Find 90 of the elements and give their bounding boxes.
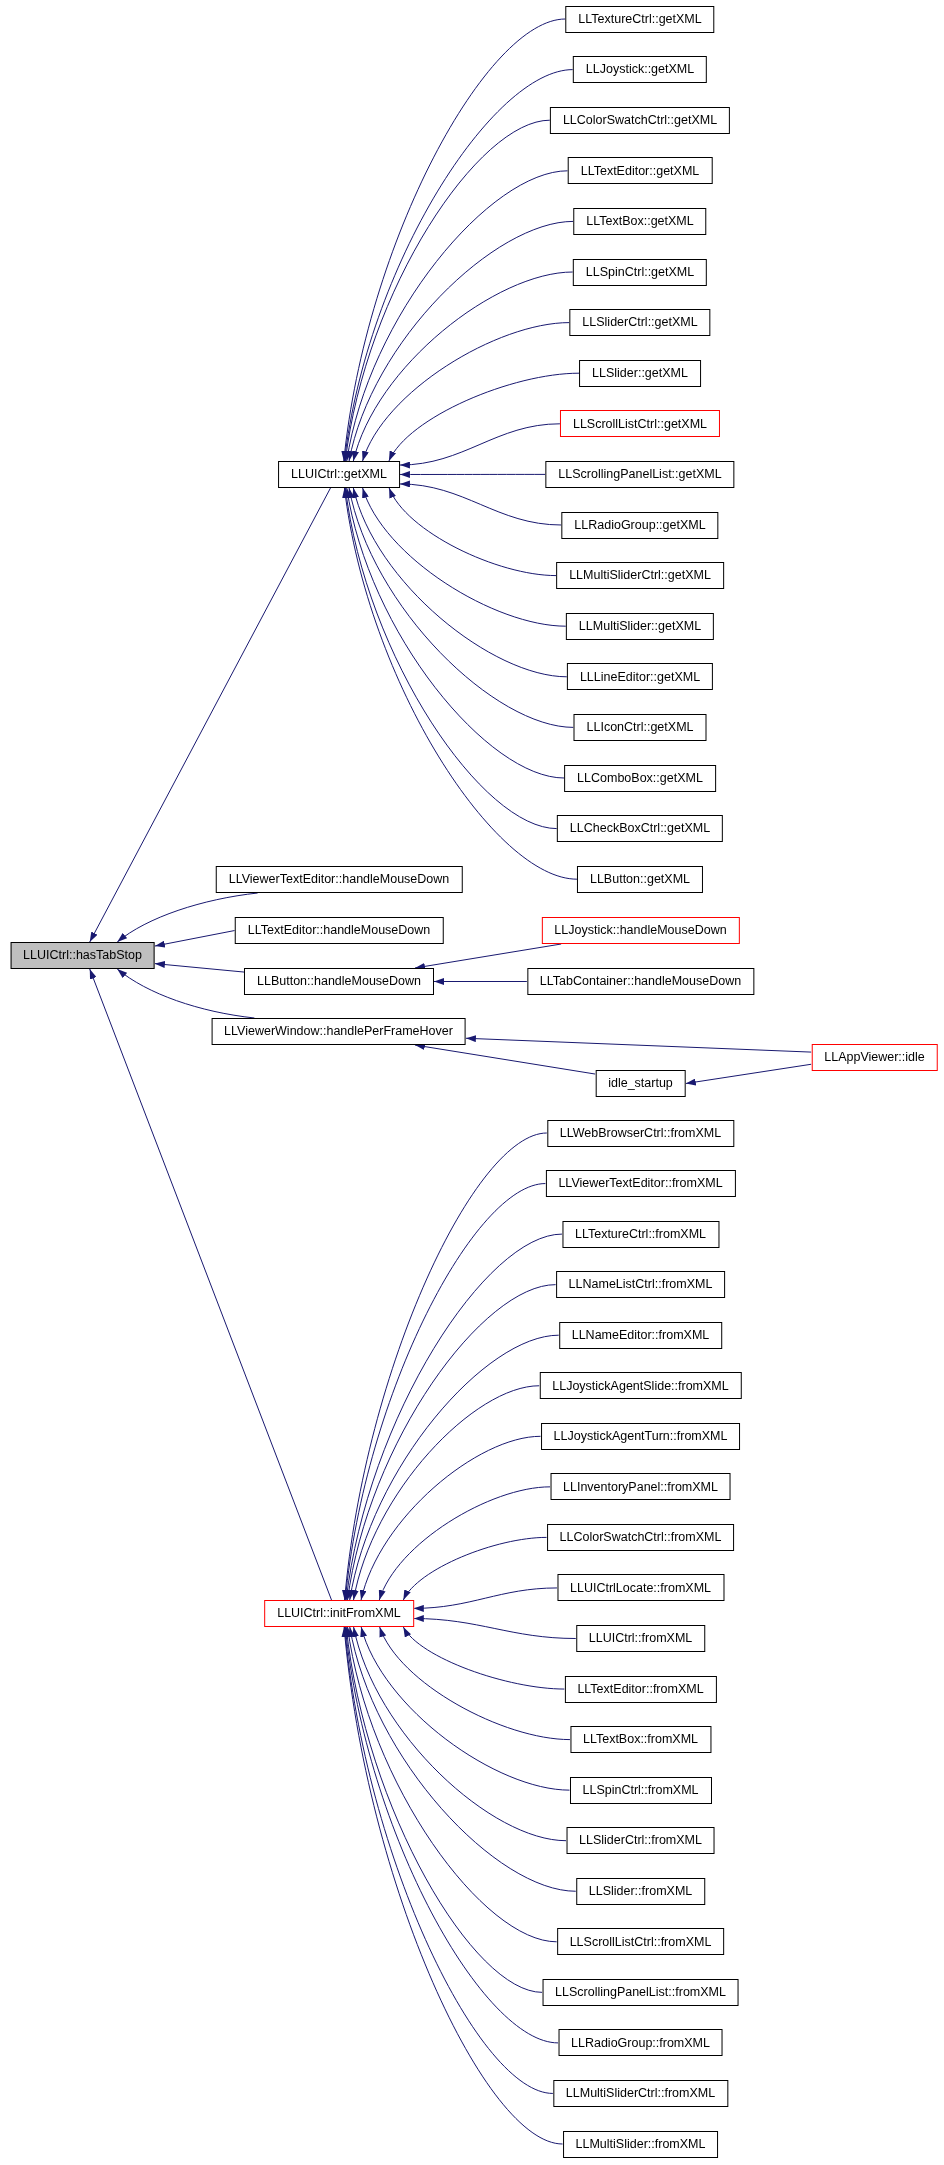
function-box: LLTextEditor::fromXML (564, 1675, 717, 1703)
function-box: idle_startup (595, 1070, 686, 1097)
function-box: LLButton::getXML (576, 865, 704, 893)
function-box: LLInventoryPanel::fromXML (550, 1473, 731, 1501)
call-arrow (399, 480, 562, 526)
call-arrow (345, 170, 569, 462)
call-arrow (345, 1626, 558, 1943)
call-arrow (352, 487, 568, 678)
function-box: LLSlider::fromXML (575, 1877, 706, 1905)
function-box: LLTextEditor::handleMouseDown (234, 917, 444, 944)
call-arrow (348, 1334, 560, 1601)
call-arrow (388, 487, 557, 577)
function-box: LLNameListCtrl::fromXML (555, 1271, 726, 1299)
call-arrow (399, 423, 561, 468)
call-arrow (362, 487, 567, 627)
call-arrow (348, 220, 574, 462)
call-arrow (348, 487, 574, 728)
function-box: LLScrollListCtrl::fromXML (556, 1928, 725, 1956)
call-arrow (89, 968, 332, 1601)
call-arrow (345, 487, 565, 779)
call-arrow (352, 271, 574, 462)
function-box: LLTextEditor::getXML (567, 157, 713, 185)
call-arrow (344, 1233, 563, 1601)
call-arrow (343, 487, 558, 830)
call-arrow (388, 372, 580, 462)
function-box: LLRadioGroup::getXML (561, 511, 719, 539)
call-arrow (465, 1035, 812, 1053)
call-arrow (360, 1626, 570, 1791)
function-box: LLTextBox::getXML (573, 207, 707, 235)
call-arrow (378, 1486, 551, 1601)
call-arrow (344, 1626, 543, 1993)
function-box: LLButton::handleMouseDown (244, 968, 434, 995)
call-arrow (154, 961, 245, 973)
function-box: LLScrollingPanelList::getXML (545, 460, 735, 488)
function-box: LLTextureCtrl::getXML (565, 5, 715, 33)
function-box: LLWebBrowserCtrl::fromXML (546, 1119, 735, 1147)
call-arrow (342, 487, 578, 880)
function-box: LLAppViewer::idle (811, 1044, 938, 1071)
function-box: LLJoystick::handleMouseDown (541, 917, 740, 944)
call-arrow (399, 471, 546, 478)
function-box: LLRadioGroup::fromXML (558, 2029, 723, 2057)
call-arrow (89, 487, 331, 943)
function-box: LLSliderCtrl::getXML (569, 309, 711, 337)
function-box: LLTextBox::fromXML (569, 1726, 712, 1754)
function-box: LLComboBox::getXML (564, 764, 716, 792)
call-arrow (360, 1435, 542, 1601)
function-box: LLSlider::getXML (579, 359, 701, 387)
function-box: LLScrollingPanelList::fromXML (542, 1978, 739, 2006)
function-box: LLUICtrl::fromXML (575, 1625, 706, 1652)
function-box: LLColorSwatchCtrl::fromXML (546, 1523, 735, 1551)
call-arrow (433, 978, 528, 985)
call-arrow (402, 1536, 548, 1601)
function-box: LLMultiSliderCtrl::getXML (556, 562, 724, 590)
function-box: LLViewerTextEditor::fromXML (545, 1170, 736, 1198)
function-box: LLMultiSliderCtrl::fromXML (552, 2079, 729, 2107)
function-box: LLTabContainer::handleMouseDown (526, 968, 755, 995)
call-arrow (352, 1385, 540, 1601)
function-box: LLMultiSlider::fromXML (562, 2130, 719, 2158)
function-box: LLMultiSlider::getXML (565, 612, 715, 640)
function-box: LLViewerWindow::handlePerFrameHover (211, 1018, 466, 1045)
call-arrow (348, 1626, 577, 1892)
function-box: LLJoystickAgentSlide::fromXML (539, 1372, 742, 1400)
call-arrow (154, 930, 236, 948)
function-box: LLUICtrl::hasTabStop (10, 942, 155, 969)
function-box: LLJoystickAgentTurn::fromXML (540, 1422, 741, 1450)
function-box: LLScrollListCtrl::getXML (559, 410, 721, 438)
call-arrow (414, 1043, 596, 1075)
call-arrow (343, 119, 551, 462)
function-box: LLTextureCtrl::fromXML (561, 1220, 720, 1248)
function-box: LLColorSwatchCtrl::getXML (549, 106, 731, 134)
call-arrow (362, 322, 570, 462)
function-box: LLViewerTextEditor::handleMouseDown (215, 866, 463, 893)
call-arrow (345, 1284, 557, 1601)
function-box: LLUICtrlLocate::fromXML (557, 1574, 724, 1602)
call-arrow (413, 1587, 558, 1612)
call-arrow (413, 1615, 577, 1639)
function-box: LLCheckBoxCtrl::getXML (556, 815, 724, 843)
function-box: LLIconCtrl::getXML (573, 713, 707, 741)
function-box: LLLineEditor::getXML (566, 663, 714, 691)
call-arrow (379, 1626, 571, 1741)
function-box: LLJoystick::getXML (572, 56, 708, 84)
function-box: LLSpinCtrl::fromXML (569, 1776, 712, 1804)
function-box: LLSpinCtrl::getXML (572, 258, 708, 286)
call-arrow (685, 1063, 812, 1086)
function-box: LLNameEditor::fromXML (558, 1321, 723, 1349)
function-box: LLUICtrl::getXML (278, 461, 400, 488)
call-arrow (352, 1626, 567, 1842)
function-box: LLUICtrl::initFromXML (264, 1600, 414, 1627)
call-arrow (402, 1626, 565, 1690)
function-box: LLSliderCtrl::fromXML (566, 1827, 715, 1855)
